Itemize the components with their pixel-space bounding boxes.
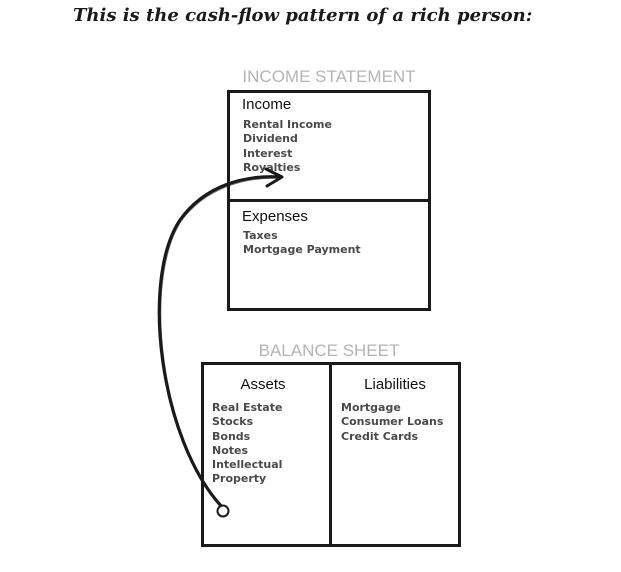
income-statement-title: INCOME STATEMENT [242, 67, 416, 86]
asset-item: Intellectual [212, 458, 283, 472]
liability-item: Mortgage [341, 401, 401, 414]
balance-sheet-title: BALANCE SHEET [258, 341, 400, 360]
income-expenses-divider [227, 199, 431, 202]
assets-heading: Assets [240, 376, 286, 393]
income-item: Interest [243, 146, 293, 160]
expenses-items-list: Taxes Mortgage Payment [243, 229, 361, 258]
asset-item: Stocks [212, 415, 254, 429]
asset-item: Bonds [212, 429, 251, 443]
income-heading: Income [242, 96, 292, 113]
asset-item: Real Estate [212, 401, 283, 414]
expense-item: Taxes [243, 229, 278, 242]
liabilities-heading: Liabilities [364, 376, 426, 393]
income-item: Royalties [243, 160, 301, 174]
expenses-heading: Expenses [242, 208, 308, 225]
liabilities-items-list: Mortgage Consumer Loans Credit Cards [341, 401, 443, 444]
income-item: Rental Income [243, 118, 332, 131]
expense-item: Mortgage Payment [243, 243, 361, 257]
liability-item: Credit Cards [341, 429, 419, 443]
liability-item: Consumer Loans [341, 415, 444, 429]
page-heading: This is the cash-flow pattern of a rich … [73, 5, 533, 26]
income-item: Dividend [243, 132, 298, 146]
asset-item: Property [212, 472, 267, 486]
assets-liabilities-divider [329, 362, 332, 547]
income-items-list: Rental Income Dividend Interest Royaltie… [243, 118, 332, 175]
asset-item: Notes [212, 443, 249, 457]
assets-items-list: Real Estate Stocks Bonds Notes Intellect… [212, 401, 282, 487]
